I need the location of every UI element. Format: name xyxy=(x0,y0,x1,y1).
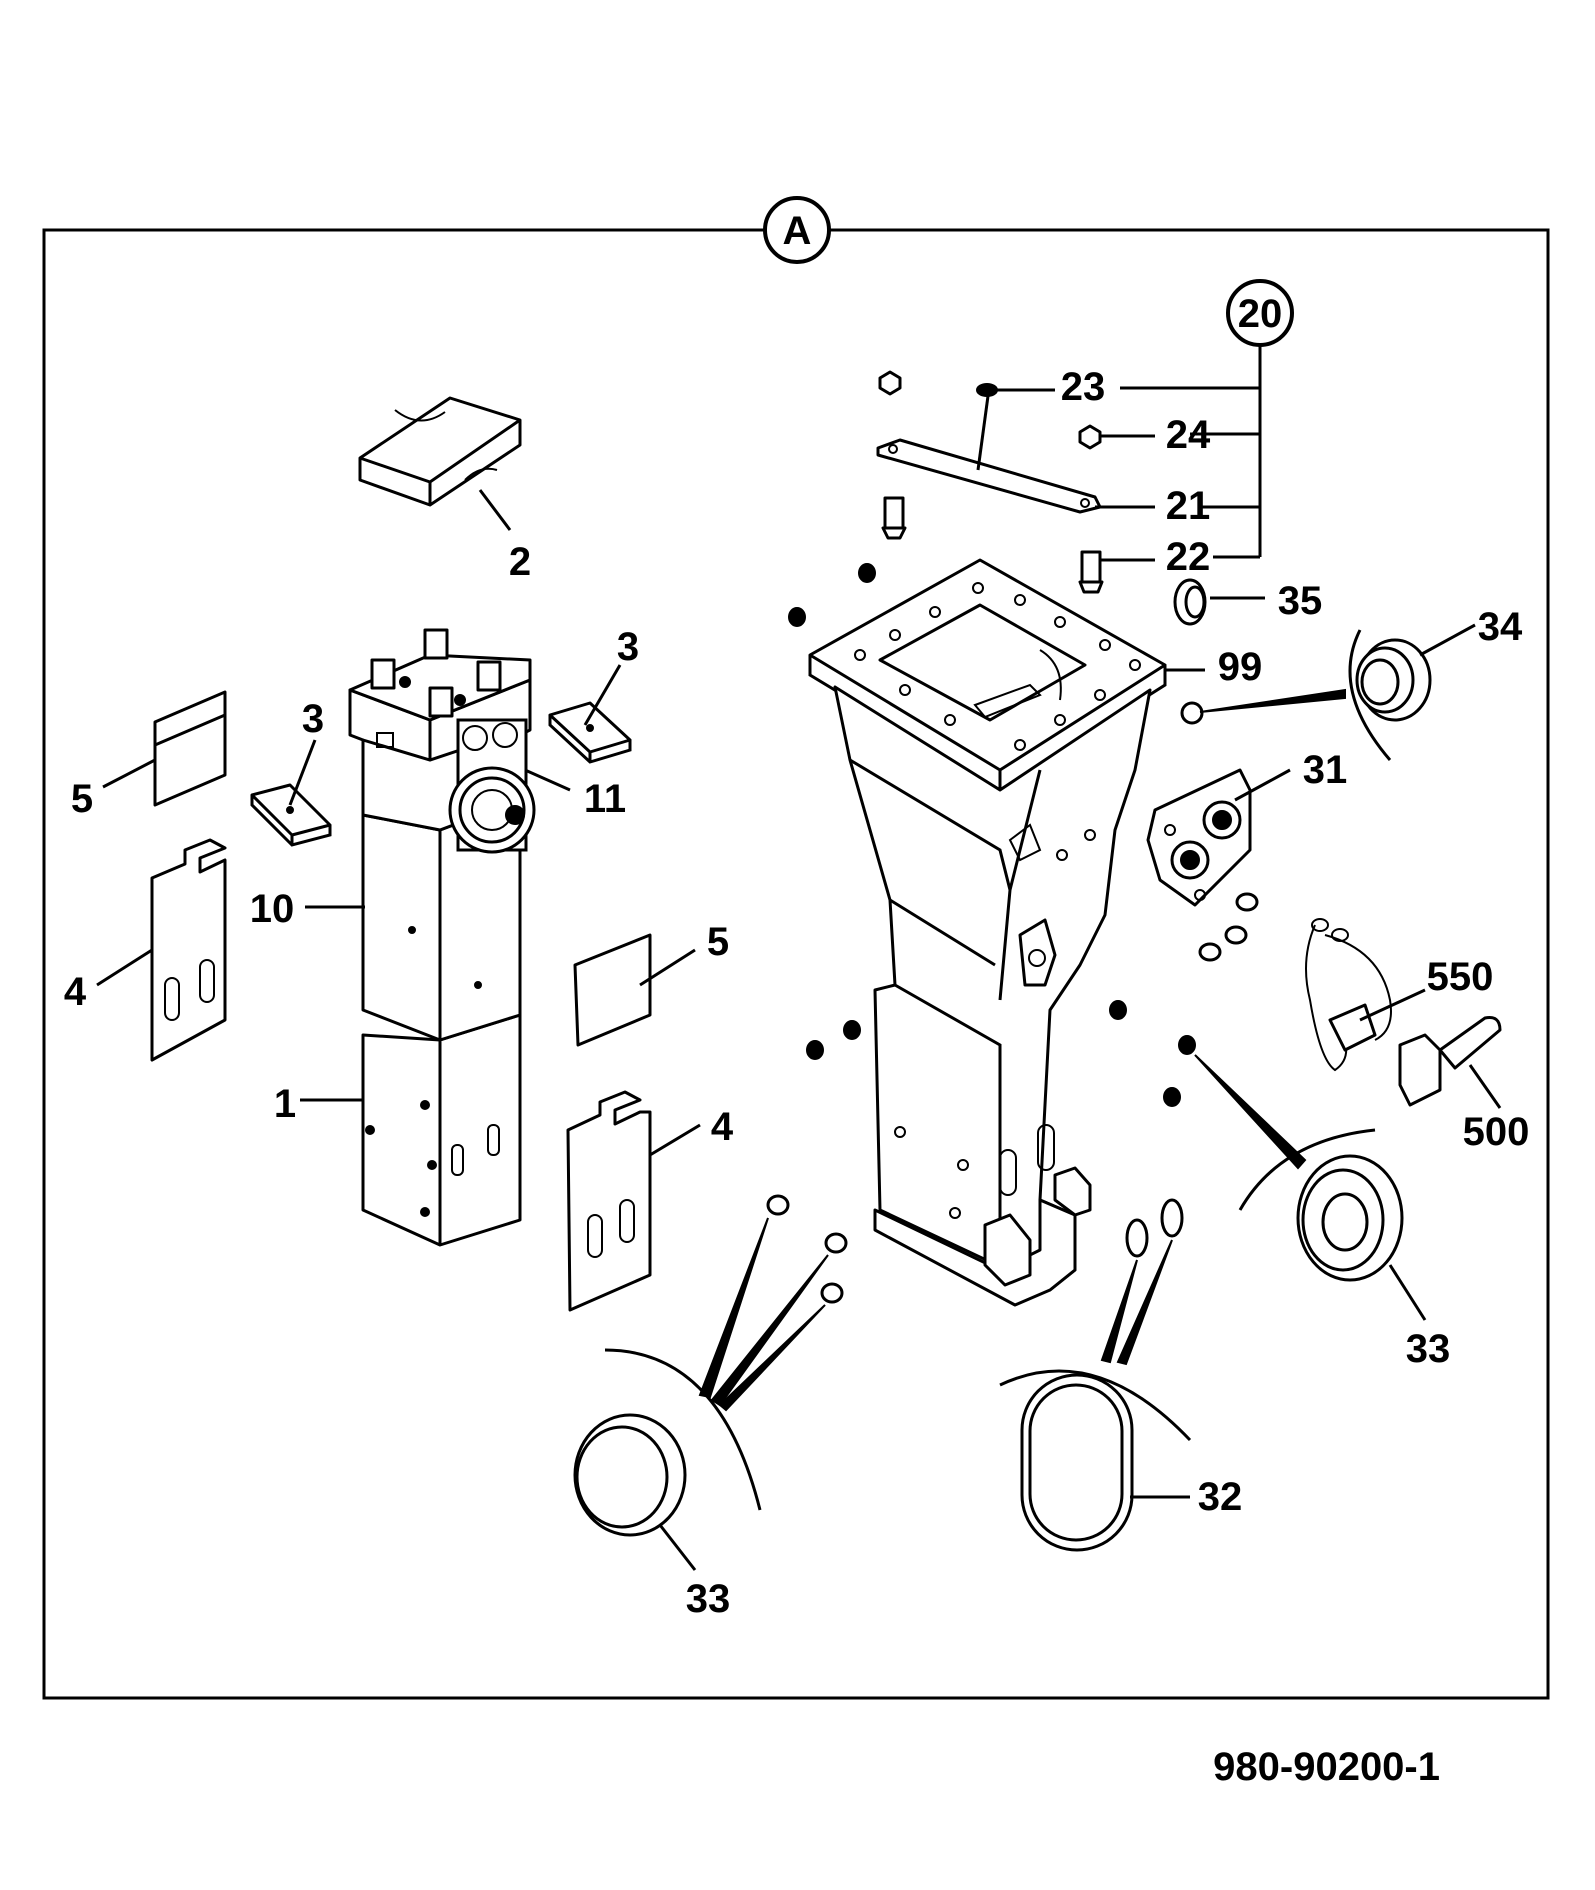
callout-3a: 3 xyxy=(302,697,324,741)
part-34-plug xyxy=(1355,638,1432,722)
callout-33b: 33 xyxy=(686,1577,731,1621)
zoom-32-pointer-2 xyxy=(1116,1239,1173,1366)
callout-1: 1 xyxy=(274,1082,296,1126)
part-2-buffer xyxy=(358,396,522,507)
part-32-small-1 xyxy=(1125,1218,1149,1258)
callout-34: 34 xyxy=(1478,605,1523,649)
part-33-plug-lower xyxy=(573,1413,687,1537)
leader-33b xyxy=(658,1524,697,1571)
part-32-small-2 xyxy=(1160,1198,1184,1238)
part-3-key-right xyxy=(548,701,632,764)
view-marker: A xyxy=(763,196,831,264)
part-5-plate-right xyxy=(573,933,652,1047)
leader-500 xyxy=(1468,1064,1502,1109)
leader-5b xyxy=(639,948,696,987)
zoom-33b-pointer-3 xyxy=(718,1304,826,1412)
callout-5b: 5 xyxy=(707,920,729,964)
bolt-left xyxy=(881,496,907,540)
part-34-small xyxy=(1180,701,1204,725)
callout-550: 550 xyxy=(1427,955,1494,999)
leader-2 xyxy=(478,489,512,531)
zoom-33b-pointer-2 xyxy=(710,1254,829,1407)
callout-2: 2 xyxy=(509,540,531,584)
leader-4b xyxy=(649,1123,701,1157)
part-33-plug-upper xyxy=(1296,1154,1404,1282)
callout-11: 11 xyxy=(584,777,626,821)
callout-3b: 3 xyxy=(617,625,639,669)
callout-21: 21 xyxy=(1166,484,1211,528)
leader-34 xyxy=(1419,623,1476,657)
leader-33a xyxy=(1388,1264,1427,1321)
callout-32: 32 xyxy=(1198,1475,1243,1519)
view-marker-label: A xyxy=(783,209,812,253)
part-5-plate-left xyxy=(153,690,227,807)
part-21-strap xyxy=(876,438,1102,514)
drawing-number: 980-90200-1 xyxy=(1213,1745,1440,1789)
small-rings xyxy=(1198,892,1259,962)
nut-23 xyxy=(878,370,902,396)
part-550-sensor-wire xyxy=(1305,918,1392,1072)
diagram-frame xyxy=(42,228,1550,1700)
callout-35: 35 xyxy=(1278,579,1323,623)
part-500-sensor xyxy=(1398,1016,1502,1107)
group-marker-20: 20 xyxy=(1226,279,1294,347)
part-22-bolt xyxy=(1078,550,1104,594)
leader-31 xyxy=(1234,768,1291,802)
part-4-plate-left xyxy=(150,838,227,1062)
group-marker-label: 20 xyxy=(1238,292,1283,336)
part-99-housing xyxy=(808,558,1167,1307)
leader-5a xyxy=(102,758,156,789)
zoom-34-pointer xyxy=(1199,688,1346,713)
leader-3a xyxy=(288,739,317,806)
callout-4a: 4 xyxy=(64,970,87,1014)
zoom-32-pointer xyxy=(1100,1259,1138,1364)
callout-23: 23 xyxy=(1061,365,1106,409)
callout-31: 31 xyxy=(1303,748,1348,792)
leader-3b xyxy=(583,664,622,726)
callout-5a: 5 xyxy=(71,777,93,821)
leader-11 xyxy=(524,768,571,792)
part-3-key-left xyxy=(250,783,332,847)
part-23-washer xyxy=(976,383,998,397)
leader-23-strap xyxy=(976,395,990,471)
part-4-plate-right xyxy=(566,1090,652,1312)
callout-99: 99 xyxy=(1218,645,1263,689)
loose-nuts xyxy=(788,563,1196,1107)
callout-10: 10 xyxy=(250,887,295,931)
group-20-bracket xyxy=(1120,345,1262,559)
zoom-32-arc xyxy=(999,1369,1192,1442)
callout-22: 22 xyxy=(1166,535,1211,579)
part-11-valve xyxy=(448,718,536,854)
leader-550 xyxy=(1359,988,1426,1022)
zoom-34-arc xyxy=(1348,629,1392,761)
flange-holes xyxy=(854,582,1141,751)
callout-4b: 4 xyxy=(711,1105,734,1149)
callout-33a: 33 xyxy=(1406,1327,1451,1371)
zoom-33b-arc xyxy=(604,1348,762,1511)
part-32-oval-plug xyxy=(1020,1373,1134,1552)
zoom-33a-arc xyxy=(1238,1128,1376,1211)
leader-4a xyxy=(96,948,153,987)
callout-500: 500 xyxy=(1463,1110,1530,1154)
part-1-hammer-body xyxy=(348,628,536,1247)
zoom-33a-pointer xyxy=(1194,1054,1307,1170)
part-35-seal xyxy=(1173,578,1207,626)
part-31-plate xyxy=(1146,768,1252,907)
callout-24: 24 xyxy=(1166,413,1211,457)
part-24-nut xyxy=(1078,424,1102,450)
part-33-small-rings xyxy=(766,1194,848,1304)
